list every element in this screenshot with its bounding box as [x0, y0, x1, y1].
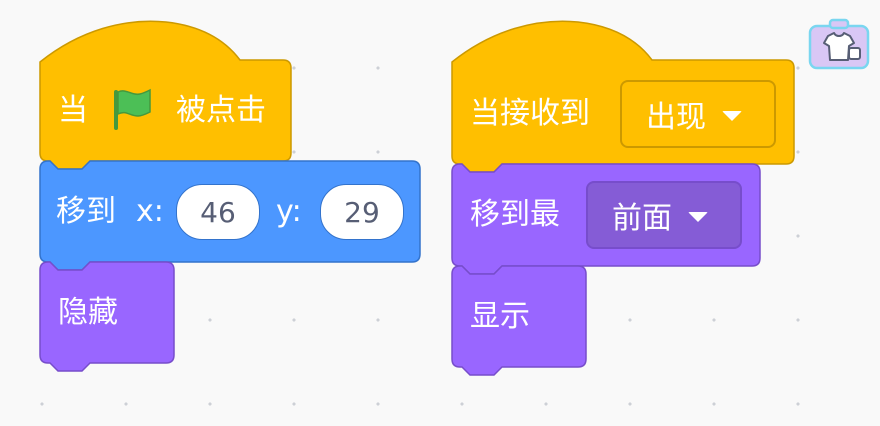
- message-dropdown-value: 出现: [646, 100, 706, 135]
- layer-dropdown[interactable]: 前面: [586, 181, 742, 249]
- dropdown-caret-icon: [688, 212, 708, 222]
- x-value-input[interactable]: 46: [176, 184, 260, 240]
- hat-prefix-label: 当: [58, 93, 88, 128]
- show-block[interactable]: [451, 265, 587, 376]
- hide-label: 隐藏: [58, 295, 118, 330]
- go-to-front-label: 移到最: [470, 197, 560, 232]
- costume-icon[interactable]: [808, 18, 870, 70]
- goto-label: 移到: [56, 194, 116, 229]
- y-value-input[interactable]: 29: [320, 184, 404, 240]
- hide-block[interactable]: [39, 261, 175, 372]
- y-label: y:: [276, 194, 302, 229]
- show-label: 显示: [470, 299, 530, 334]
- layer-dropdown-value: 前面: [612, 201, 672, 236]
- green-flag-icon: [114, 88, 151, 130]
- dropdown-caret-icon: [722, 111, 742, 121]
- x-label: x:: [136, 194, 164, 229]
- message-dropdown[interactable]: 出现: [620, 80, 776, 148]
- hat-suffix-label: 被点击: [176, 93, 266, 128]
- when-receive-label: 当接收到: [470, 96, 590, 131]
